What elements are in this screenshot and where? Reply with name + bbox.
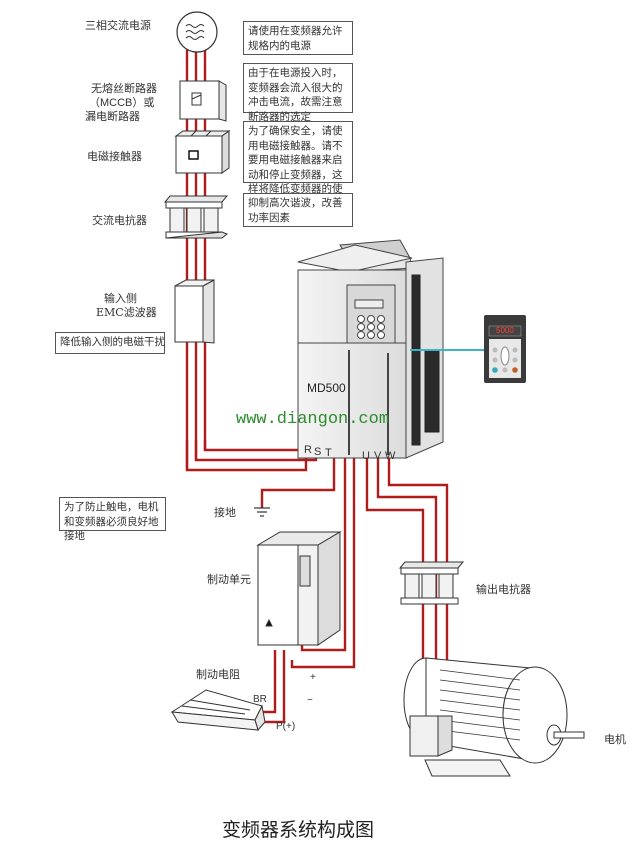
terminal-p-plus: P(+)	[276, 721, 296, 732]
inverter-model-label: MD500	[307, 381, 346, 395]
emc-filter-icon	[174, 279, 215, 344]
contactor-icon	[174, 130, 231, 174]
brake-unit-icon	[256, 531, 342, 646]
motor-icon	[403, 657, 585, 777]
label-motor: 电机	[604, 733, 626, 746]
ground-icon	[254, 507, 270, 517]
power-source-icon	[176, 11, 218, 53]
label-brake-resistor: 制动电阻	[196, 668, 240, 681]
label-breaker-line3: 漏电断路器	[85, 110, 140, 123]
keypad-display-readout: 5000	[496, 326, 514, 335]
diagram-title: 变频器系统构成图	[222, 819, 375, 841]
label-contactor: 电磁接触器	[87, 150, 142, 163]
note-emc: 降低输入侧的电磁干扰	[55, 332, 165, 354]
terminal-t: T	[325, 447, 332, 459]
note-power: 请使用在变频器允许规格内的电源	[243, 21, 353, 55]
note-breaker: 由于在电源投入时，变频器会流入很大的冲击电流，故需注意断路器的选定	[243, 63, 353, 123]
note-reactor: 抑制高次谐波，改善功率因素	[243, 193, 353, 227]
terminal-minus: −	[307, 695, 313, 706]
watermark: www.diangon.com	[236, 410, 390, 429]
label-brake-unit: 制动单元	[207, 573, 251, 586]
brake-resistor-icon	[170, 689, 266, 732]
label-emc-line2: EMC滤波器	[96, 306, 157, 319]
label-output-reactor: 输出电抗器	[476, 583, 531, 596]
terminal-u: U	[362, 450, 370, 462]
terminal-r: R	[304, 444, 312, 456]
ac-reactor-icon	[163, 195, 229, 239]
label-emc-line1: 输入侧	[104, 292, 137, 305]
terminal-w: W	[385, 450, 396, 462]
terminal-plus: +	[310, 672, 316, 683]
label-ac-reactor: 交流电抗器	[92, 214, 147, 227]
terminal-br: BR	[253, 694, 267, 705]
keypad-panel-icon	[484, 315, 526, 383]
inverter-md500-icon	[297, 239, 444, 459]
label-power-source: 三相交流电源	[85, 19, 151, 32]
terminal-v: V	[374, 450, 382, 462]
output-reactor-icon	[398, 561, 465, 605]
note-ground: 为了防止触电，电机和变频器必须良好地接地	[59, 497, 166, 542]
note-contactor: 为了确保安全，请使用电磁接触器。请不要用电磁接触器来启动和停止变频器，这样将降低…	[243, 121, 353, 210]
label-ground: 接地	[214, 506, 236, 519]
label-breaker-line1: 无熔丝断路器	[91, 82, 157, 95]
mccb-breaker-icon	[179, 80, 227, 122]
label-breaker-line2: （MCCB）或	[89, 97, 155, 109]
terminal-s: S	[314, 446, 322, 458]
